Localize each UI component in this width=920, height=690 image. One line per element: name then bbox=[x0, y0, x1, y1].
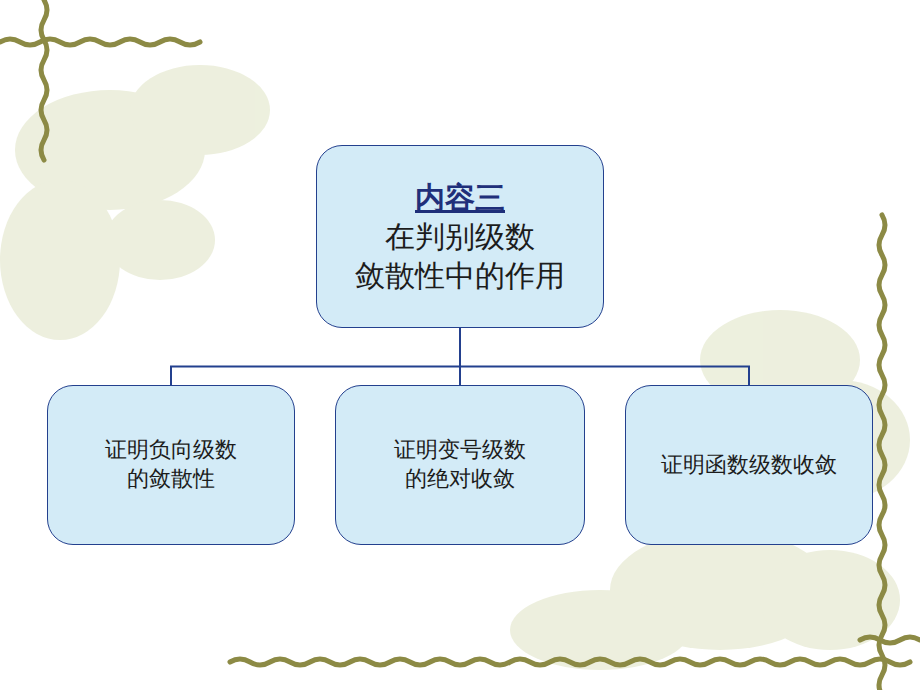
tree-connector bbox=[171, 328, 460, 385]
branch-box: 证明函数级数收敛 bbox=[625, 385, 873, 545]
branch-box: 证明变号级数 的绝对收敛 bbox=[335, 385, 585, 545]
box-text: 证明函数级数收敛 bbox=[661, 451, 837, 480]
heading-text: 内容三 bbox=[415, 178, 505, 217]
box-text: 在判别级数 敛散性中的作用 bbox=[337, 217, 583, 295]
tree-connector bbox=[460, 328, 749, 385]
flower-shading bbox=[0, 65, 910, 670]
box-text: 证明变号级数 的绝对收敛 bbox=[356, 436, 564, 493]
branch-box: 证明负向级数 的敛散性 bbox=[47, 385, 295, 545]
box-text: 证明负向级数 的敛散性 bbox=[68, 436, 274, 493]
root-box: 内容三在判别级数 敛散性中的作用 bbox=[316, 145, 604, 328]
